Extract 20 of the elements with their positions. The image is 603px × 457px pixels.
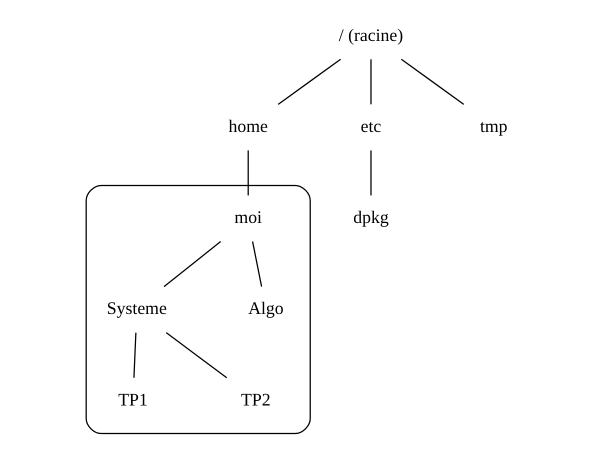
node-text: moi [234,207,262,228]
connector [400,58,464,105]
node-text: TP1 [118,389,148,410]
connector [163,241,221,288]
node-text: Systeme [106,298,166,318]
node-text: TP2 [240,389,270,410]
node-text: dpkg [352,207,388,228]
connector [165,332,227,378]
connector [132,332,136,378]
connector [247,150,248,196]
connector [370,59,372,104]
node-text: Algo [248,298,284,318]
cluster [85,184,310,434]
connector [251,241,262,287]
connector [370,150,372,196]
node-text: / (racine) [338,24,403,45]
node-text: tmp [479,116,508,136]
node-text: etc [360,116,381,136]
connector [277,58,340,105]
node-text: home [228,116,268,136]
